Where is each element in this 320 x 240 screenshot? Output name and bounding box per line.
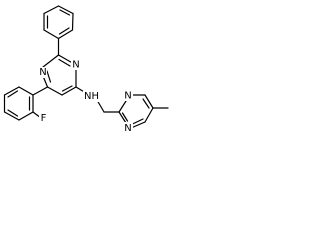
svg-text:F: F (41, 113, 47, 124)
chemical-structure: N N F NH N N (3, 5, 169, 134)
svg-text:NH: NH (84, 91, 99, 102)
atom-label-n-right-ring-bottom: N (123, 122, 133, 134)
svg-text:N: N (124, 91, 131, 102)
phenyl-ring-top (43, 5, 74, 40)
fluorophenyl-ring (3, 86, 34, 121)
atom-label-n-right-ring-top: N (123, 90, 133, 102)
atom-label-n-pyrimidine-bottom: N (38, 67, 47, 78)
pyrimidine-ring (42, 54, 77, 96)
svg-text:N: N (124, 123, 131, 134)
atom-label-fluorine: F (39, 112, 48, 124)
svg-text:N: N (72, 60, 79, 71)
bond-pyrimidine-fluorophenyl (32, 86, 49, 96)
atom-label-n-pyrimidine-top: N (71, 59, 80, 71)
atom-label-amine: NH (83, 90, 100, 102)
methylpyrimidine-ring (118, 94, 154, 129)
svg-text:N: N (39, 67, 46, 78)
